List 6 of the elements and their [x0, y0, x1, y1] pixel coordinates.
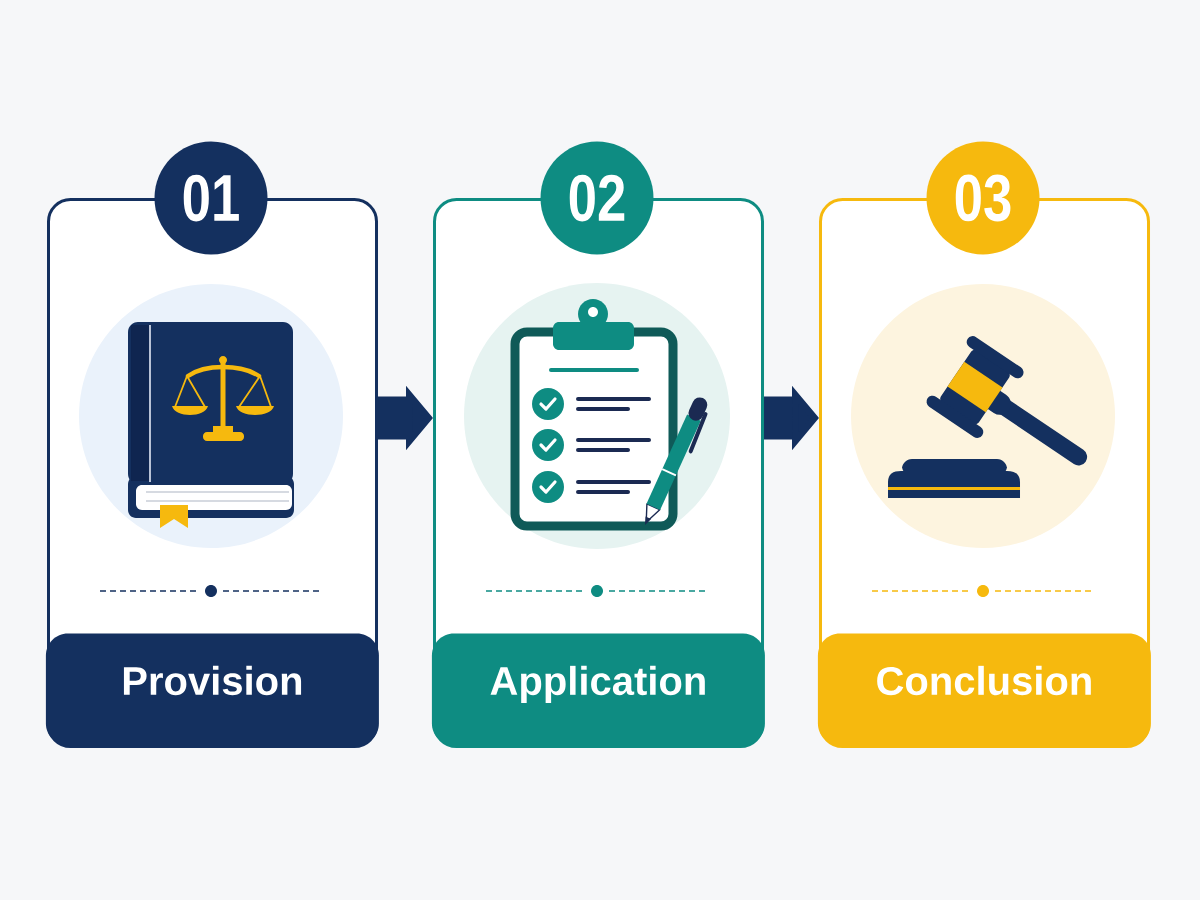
number-badge: 01: [154, 141, 268, 255]
title-band: Conclusion: [817, 633, 1151, 746]
number-badge: 03: [926, 141, 1040, 255]
number-badge: 02: [540, 141, 654, 255]
title-band: Provision: [45, 633, 379, 746]
title-band: Application: [431, 633, 765, 746]
